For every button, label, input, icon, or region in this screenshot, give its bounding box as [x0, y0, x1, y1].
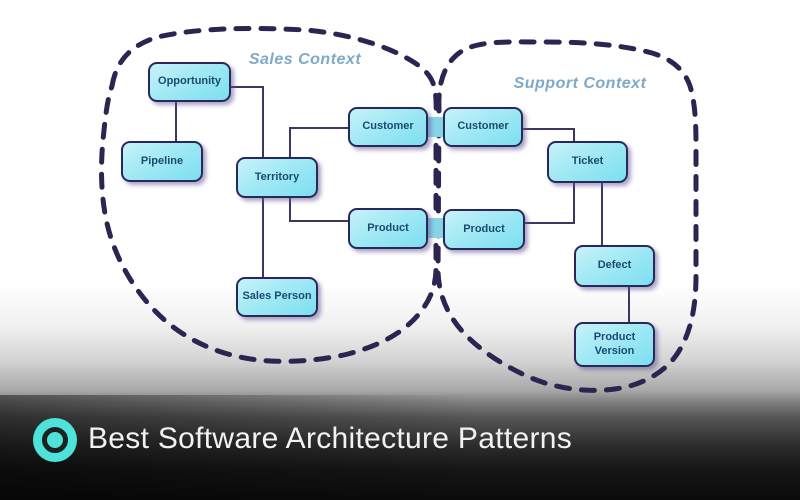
sales-context-outline	[99, 25, 439, 364]
slide-title: Best Software Architecture Patterns	[88, 422, 573, 455]
node-product-version: Product Version	[574, 322, 655, 367]
shared-customer-connector	[426, 117, 445, 137]
node-product-support: Product	[443, 209, 525, 250]
shared-product-connector	[426, 218, 445, 238]
bounded-contexts-diagram	[99, 25, 699, 393]
edge-territory-customer	[289, 127, 348, 158]
node-product-sales: Product	[348, 208, 428, 249]
edge-product-ticket	[525, 182, 575, 224]
node-sales-person: Sales Person	[236, 277, 318, 317]
node-defect: Defect	[574, 245, 655, 287]
edge-opportunity-territory	[231, 86, 264, 157]
node-territory: Territory	[236, 157, 318, 198]
node-pipeline: Pipeline	[121, 141, 203, 182]
sales-context-label: Sales Context	[248, 51, 362, 68]
support-context-outline	[435, 39, 699, 393]
node-opportunity: Opportunity	[148, 62, 231, 102]
node-ticket: Ticket	[547, 141, 628, 183]
node-customer-support: Customer	[443, 107, 523, 147]
edge-territory-product	[289, 197, 348, 222]
logo-circle-icon	[33, 418, 77, 462]
support-context-label: Support Context	[513, 75, 647, 92]
logo-ring-icon	[42, 427, 68, 453]
edge-customer-ticket	[523, 128, 575, 142]
node-customer-sales: Customer	[348, 107, 428, 147]
